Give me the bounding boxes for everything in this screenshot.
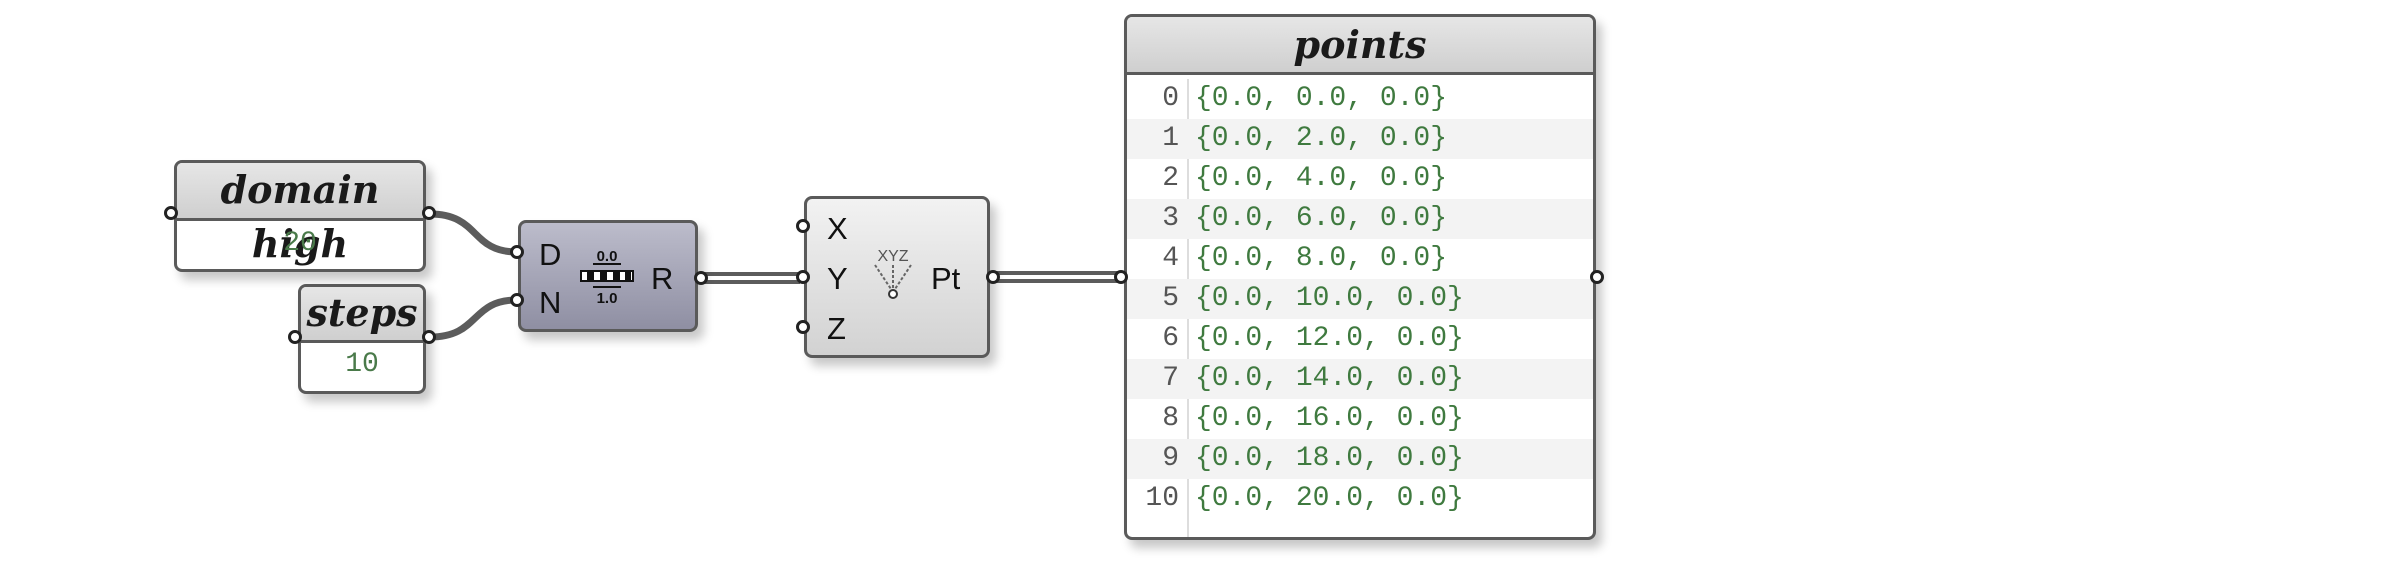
range-icon-label-start: 0.0 xyxy=(597,248,618,265)
row-value: {0.0, 8.0, 0.0} xyxy=(1195,243,1448,274)
domain-high-value[interactable]: 20 xyxy=(283,228,317,259)
point-z-grip[interactable] xyxy=(796,320,810,334)
point-x-grip[interactable] xyxy=(796,219,810,233)
table-row[interactable]: 7 {0.0, 14.0, 0.0} xyxy=(1127,359,1593,399)
range-icon-label-end: 1.0 xyxy=(597,290,618,307)
row-index: 3 xyxy=(1162,203,1179,234)
point-y-grip[interactable] xyxy=(796,270,810,284)
range-component[interactable]: D N R 0.0 1.0 xyxy=(518,220,698,332)
table-row[interactable]: 8 {0.0, 16.0, 0.0} xyxy=(1127,399,1593,439)
row-value: {0.0, 20.0, 0.0} xyxy=(1195,483,1464,514)
table-row[interactable]: 2 {0.0, 4.0, 0.0} xyxy=(1127,159,1593,199)
wire-steps-to-n[interactable] xyxy=(429,296,518,341)
row-value: {0.0, 14.0, 0.0} xyxy=(1195,363,1464,394)
range-r-grip[interactable] xyxy=(694,271,708,285)
points-panel[interactable]: points 0 {0.0, 0.0, 0.0} 1 {0.0, 2.0, 0.0} 2… xyxy=(1124,14,1596,540)
table-row[interactable]: 5 {0.0, 10.0, 0.0} xyxy=(1127,279,1593,319)
row-index: 7 xyxy=(1162,363,1179,394)
row-index: 4 xyxy=(1162,243,1179,274)
steps-value[interactable]: 10 xyxy=(345,349,379,380)
range-input-d[interactable]: D xyxy=(539,237,562,272)
wire-domain-high-to-d[interactable] xyxy=(429,210,518,256)
row-value: {0.0, 4.0, 0.0} xyxy=(1195,163,1448,194)
points-list[interactable]: 0 {0.0, 0.0, 0.0} 1 {0.0, 2.0, 0.0} 2 {0.0, 4… xyxy=(1127,79,1593,519)
table-row[interactable]: 10 {0.0, 20.0, 0.0} xyxy=(1127,479,1593,519)
row-index: 1 xyxy=(1162,123,1179,154)
construct-point-icon-label: XYZ xyxy=(877,248,908,265)
points-title: points xyxy=(1127,17,1593,75)
construct-point-icon: XYZ xyxy=(874,248,912,299)
domain-high-title: domain high xyxy=(177,163,423,266)
row-index: 5 xyxy=(1162,283,1179,314)
table-row[interactable]: 9 {0.0, 18.0, 0.0} xyxy=(1127,439,1593,479)
steps-input-grip[interactable] xyxy=(288,330,302,344)
domain-high-input-grip[interactable] xyxy=(164,206,178,220)
steps-panel[interactable]: steps 10 xyxy=(298,284,426,394)
range-n-grip[interactable] xyxy=(510,293,524,307)
row-index: 2 xyxy=(1162,163,1179,194)
row-value: {0.0, 10.0, 0.0} xyxy=(1195,283,1464,314)
row-value: {0.0, 16.0, 0.0} xyxy=(1195,403,1464,434)
table-row[interactable]: 6 {0.0, 12.0, 0.0} xyxy=(1127,319,1593,359)
points-output-grip[interactable] xyxy=(1590,270,1604,284)
table-row[interactable]: 0 {0.0, 0.0, 0.0} xyxy=(1127,79,1593,119)
range-d-grip[interactable] xyxy=(510,245,524,259)
row-value: {0.0, 6.0, 0.0} xyxy=(1195,203,1448,234)
row-value: {0.0, 12.0, 0.0} xyxy=(1195,323,1464,354)
row-index: 8 xyxy=(1162,403,1179,434)
steps-output-grip[interactable] xyxy=(422,330,436,344)
range-icon: 0.0 1.0 xyxy=(580,248,634,307)
row-index: 9 xyxy=(1162,443,1179,474)
range-input-n[interactable]: N xyxy=(539,285,562,320)
row-index: 10 xyxy=(1145,483,1179,514)
table-row[interactable]: 4 {0.0, 8.0, 0.0} xyxy=(1127,239,1593,279)
row-value: {0.0, 2.0, 0.0} xyxy=(1195,123,1448,154)
row-index: 6 xyxy=(1162,323,1179,354)
construct-point-component[interactable]: X Y Z Pt XYZ xyxy=(804,196,990,358)
row-index: 0 xyxy=(1162,83,1179,114)
domain-high-panel[interactable]: domain high 20 xyxy=(174,160,426,272)
domain-high-output-grip[interactable] xyxy=(422,206,436,220)
points-input-grip[interactable] xyxy=(1114,270,1128,284)
point-pt-grip[interactable] xyxy=(986,270,1000,284)
table-row[interactable]: 1 {0.0, 2.0, 0.0} xyxy=(1127,119,1593,159)
row-value: {0.0, 18.0, 0.0} xyxy=(1195,443,1464,474)
point-input-x[interactable]: X xyxy=(827,211,848,246)
point-input-z[interactable]: Z xyxy=(827,311,846,346)
row-value: {0.0, 0.0, 0.0} xyxy=(1195,83,1448,114)
range-output-r[interactable]: R xyxy=(651,261,674,296)
steps-title: steps xyxy=(301,287,423,343)
table-row[interactable]: 3 {0.0, 6.0, 0.0} xyxy=(1127,199,1593,239)
point-input-y[interactable]: Y xyxy=(827,261,848,296)
point-output-pt[interactable]: Pt xyxy=(931,261,961,296)
